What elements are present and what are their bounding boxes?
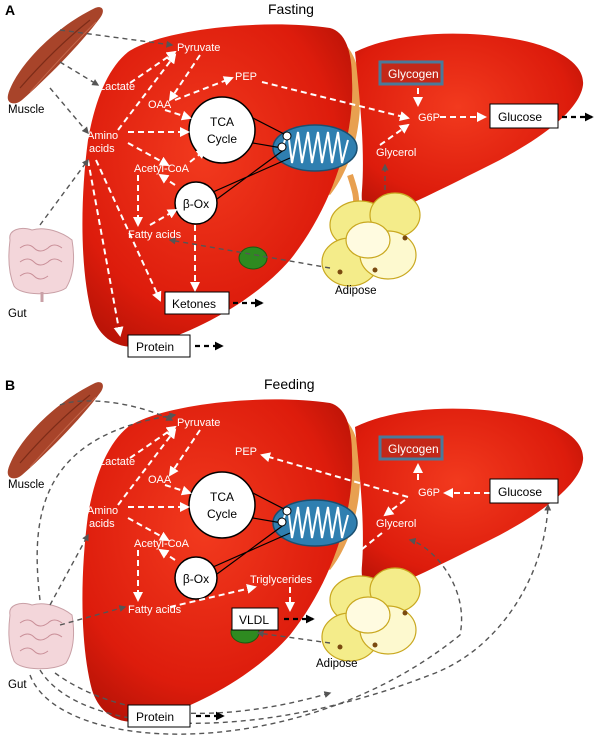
ketones-output: Ketones xyxy=(164,291,264,315)
lactate-label: Lactate xyxy=(99,456,135,468)
protein-output: Protein xyxy=(127,704,225,728)
mitochondria-icon xyxy=(272,499,358,547)
liver-illustration xyxy=(82,399,584,722)
panel-b: B Feeding Muscle Gut Adipose xyxy=(5,376,584,735)
tca-cycle: TCA Cycle xyxy=(188,471,256,539)
ketones-label: Ketones xyxy=(172,297,216,311)
beta-ox-label: β-Ox xyxy=(183,197,209,211)
gut-label: Gut xyxy=(8,308,27,320)
muscle-icon xyxy=(7,382,103,479)
panel-title: Fasting xyxy=(268,1,314,17)
glycerol-label: Glycerol xyxy=(376,147,416,159)
acids-label: acids xyxy=(89,143,115,155)
g6p-label: G6P xyxy=(418,487,440,499)
adipose-label: Adipose xyxy=(316,658,358,670)
tca-cycle-label: Cycle xyxy=(207,132,237,146)
gut-label: Gut xyxy=(8,679,27,691)
protein-output: Protein xyxy=(127,334,224,358)
liver-illustration xyxy=(82,24,584,347)
acids-label: acids xyxy=(89,518,115,530)
panel-a: A Fasting Muscle Gut xyxy=(5,1,594,358)
glycogen-label: Glycogen xyxy=(388,67,439,81)
g6p-label: G6P xyxy=(418,112,440,124)
tca-label: TCA xyxy=(210,115,234,129)
adipose-icon xyxy=(321,567,421,662)
gut-icon xyxy=(8,227,75,302)
vldl-label: VLDL xyxy=(239,613,269,627)
glucose-output: Glucose xyxy=(489,478,559,504)
gut-icon xyxy=(8,602,75,670)
white-pathways xyxy=(87,50,487,337)
tca-label: TCA xyxy=(210,490,234,504)
vldl-output: VLDL xyxy=(231,607,315,631)
glycerol-label: Glycerol xyxy=(376,518,416,530)
grey-pathways xyxy=(39,29,389,269)
panel-title: Feeding xyxy=(264,376,315,392)
acetyl-coa-label: Acetyl-CoA xyxy=(134,538,190,550)
glucose-label: Glucose xyxy=(498,110,542,124)
tca-cycle-label: Cycle xyxy=(207,507,237,521)
glycogen-box: Glycogen xyxy=(378,435,444,461)
pep-label: PEP xyxy=(235,71,257,83)
white-pathways xyxy=(117,425,490,612)
muscle-label: Muscle xyxy=(8,479,44,491)
oaa-label: OAA xyxy=(148,474,172,486)
fatty-acids-label: Fatty acids xyxy=(128,604,182,616)
triglycerides-label: Triglycerides xyxy=(250,574,312,586)
pyruvate-label: Pyruvate xyxy=(177,417,220,429)
beta-ox-cycle: β-Ox xyxy=(174,181,218,225)
pyruvate-label: Pyruvate xyxy=(177,42,220,54)
beta-ox-cycle: β-Ox xyxy=(174,556,218,600)
mitochondria-icon xyxy=(272,124,358,172)
glucose-label: Glucose xyxy=(498,485,542,499)
amino-label: Amino xyxy=(87,505,118,517)
glycogen-label: Glycogen xyxy=(388,442,439,456)
amino-label: Amino xyxy=(87,130,118,142)
glucose-output: Glucose xyxy=(489,103,594,129)
adipose-icon xyxy=(321,192,421,287)
panel-letter: A xyxy=(5,2,15,18)
pep-label: PEP xyxy=(235,446,257,458)
adipose-label: Adipose xyxy=(335,285,377,297)
panel-letter: B xyxy=(5,377,15,393)
beta-ox-label: β-Ox xyxy=(183,572,209,586)
acetyl-coa-label: Acetyl-CoA xyxy=(134,163,190,175)
green-cell-icon xyxy=(238,246,268,270)
muscle-icon xyxy=(7,7,103,104)
oaa-label: OAA xyxy=(148,99,172,111)
glycogen-box: Glycogen xyxy=(378,60,444,86)
protein-label: Protein xyxy=(136,710,174,724)
muscle-label: Muscle xyxy=(8,104,44,116)
tca-cycle: TCA Cycle xyxy=(188,96,256,164)
fatty-acids-label: Fatty acids xyxy=(128,229,182,241)
protein-label: Protein xyxy=(136,340,174,354)
lactate-label: Lactate xyxy=(99,81,135,93)
